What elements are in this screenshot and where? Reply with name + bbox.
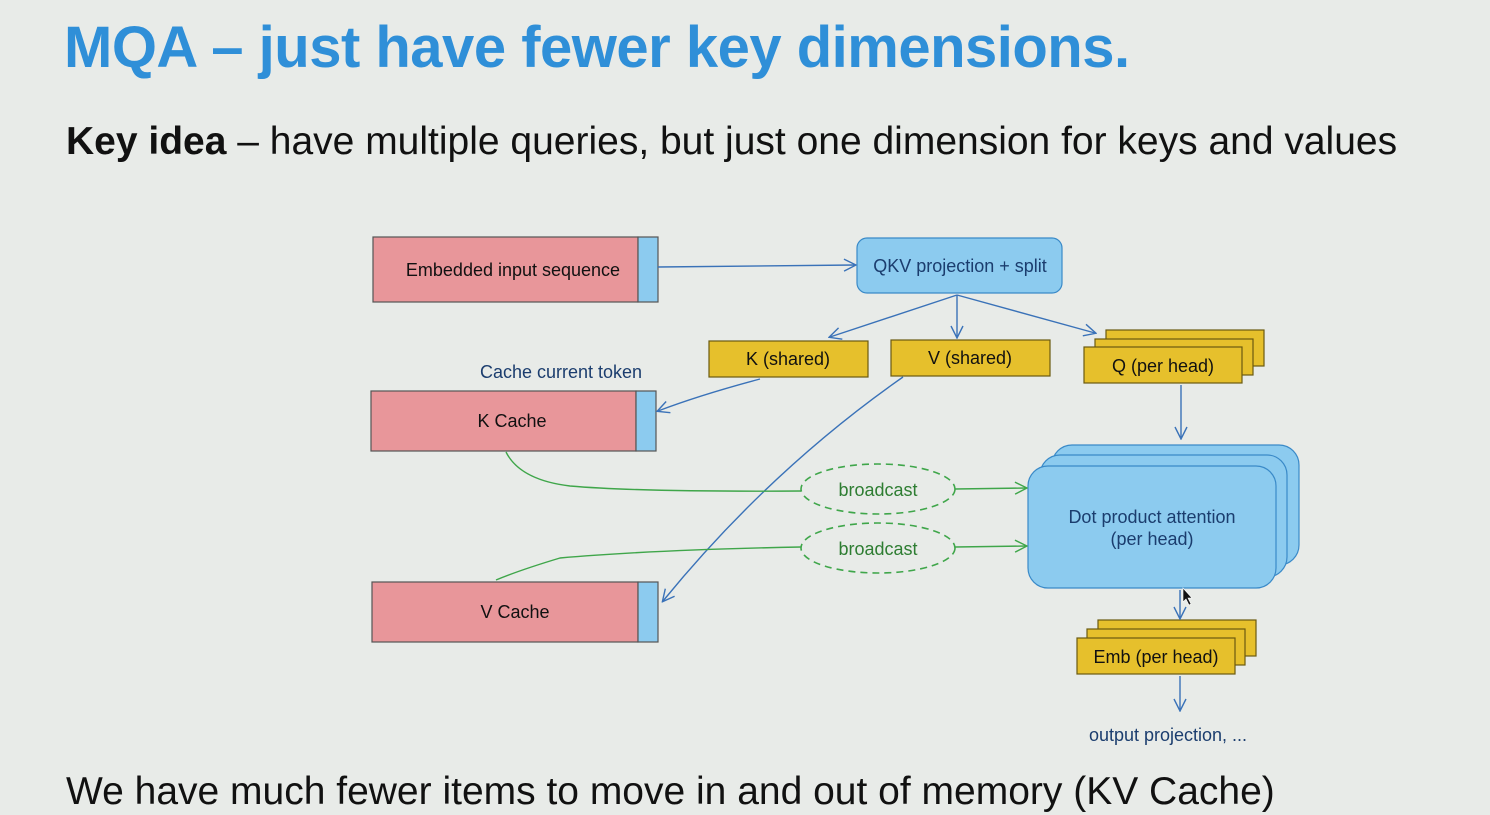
mouse-cursor-icon [1182, 587, 1193, 606]
qkv-projection-box: QKV projection + split [856, 237, 1063, 294]
k-cache-label: K Cache [477, 411, 546, 431]
broadcast-k-ellipse: broadcast [800, 463, 956, 515]
key-idea-label: Key idea [66, 120, 227, 163]
k-cache-box: K Cache [370, 390, 657, 452]
v-shared-box: V (shared) [890, 339, 1051, 377]
v-shared-label: V (shared) [928, 348, 1012, 368]
arrow-broadcast-k-to-attention [954, 488, 1026, 489]
arrow-qkv-to-q [956, 294, 1095, 333]
arrow-v-to-vcache [663, 376, 904, 601]
line-vcache-to-broadcast [495, 546, 802, 581]
broadcast-k-label: broadcast [838, 480, 917, 500]
dot-product-attention-stack: Dot product attention (per head) [1027, 444, 1300, 589]
broadcast-v-label: broadcast [838, 539, 917, 559]
qkv-projection-label: QKV projection + split [873, 256, 1047, 276]
footer-text: We have much fewer items to move in and … [66, 770, 1275, 813]
emb-per-head-stack: Emb (per head) [1076, 619, 1257, 675]
dot-product-label-line2: (per head) [1110, 529, 1193, 549]
emb-per-head-label: Emb (per head) [1093, 647, 1218, 667]
arrow-k-to-kcache [658, 378, 761, 411]
q-per-head-stack: Q (per head) [1083, 329, 1265, 384]
broadcast-v-ellipse: broadcast [800, 522, 956, 574]
slide-title: MQA – just have fewer key dimensions. [64, 15, 1130, 80]
v-cache-box: V Cache [371, 581, 659, 643]
k-shared-box: K (shared) [708, 340, 869, 378]
output-projection-label: output projection, ... [1089, 725, 1247, 745]
dot-product-label-line1: Dot product attention [1068, 507, 1235, 527]
k-shared-label: K (shared) [746, 349, 830, 369]
line-kcache-to-broadcast [505, 451, 802, 492]
arrow-qkv-to-k [830, 294, 958, 337]
embedded-input-label: Embedded input sequence [406, 260, 620, 280]
key-idea-text: – have multiple queries, but just one di… [226, 120, 1398, 163]
q-per-head-label: Q (per head) [1112, 356, 1214, 376]
arrow-input-to-qkv [657, 265, 855, 267]
cache-current-token-label: Cache current token [480, 362, 642, 382]
key-idea-line: Key idea – have multiple queries, but ju… [66, 120, 1397, 164]
v-cache-label: V Cache [480, 602, 549, 622]
embedded-input-box: Embedded input sequence [372, 236, 659, 303]
arrow-broadcast-v-to-attention [954, 546, 1026, 547]
